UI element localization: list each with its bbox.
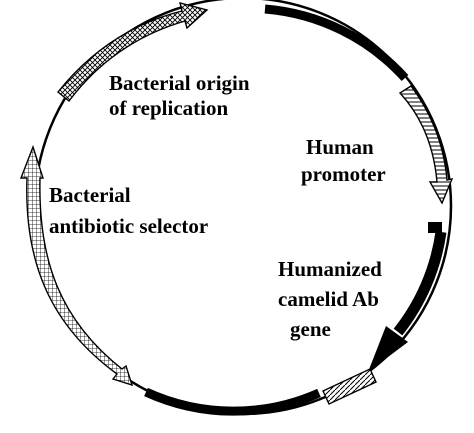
human-promoter-label: Human promoter: [301, 135, 386, 186]
terminator-box: [322, 368, 377, 405]
antibody-gene-arrow-head: [368, 326, 408, 372]
backbone-segment-top: [264, 4, 409, 82]
origin-of-replication-label: Bacterial origin of replication: [109, 71, 250, 120]
backbone-segment-bottom: [144, 387, 321, 416]
antibody-gene-arrow-body: [393, 231, 447, 336]
antibiotic-selector-label: Bacterial antibiotic selector: [49, 183, 209, 238]
antibody-gene-label: Humanized camelid Ab gene: [278, 257, 382, 341]
promoter-arrow: [398, 85, 454, 205]
antibody-gene-marker: [428, 222, 442, 233]
antibiotic-selector-arrow: [19, 144, 134, 387]
origin-of-replication-arrow: [57, 2, 209, 103]
